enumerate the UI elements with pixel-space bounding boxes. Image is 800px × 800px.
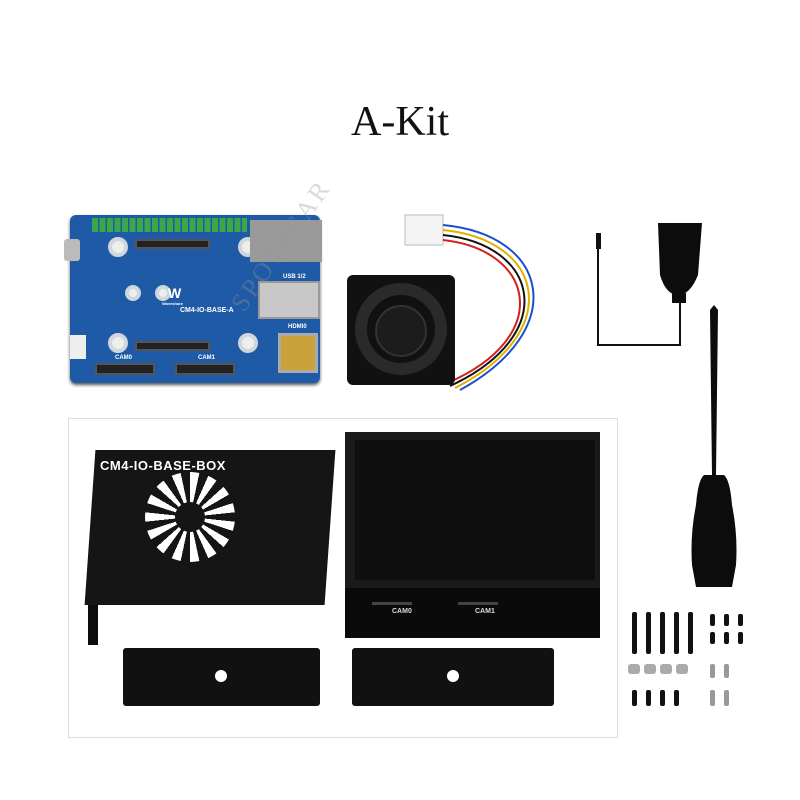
mount-hole — [108, 237, 128, 257]
gpio-header — [92, 218, 247, 232]
screw-set — [628, 612, 748, 712]
fan-cable — [404, 214, 535, 391]
hdmi-label: HDMI0 — [288, 324, 307, 330]
brand-label: Waveshare — [162, 301, 183, 306]
case-cam1-label: CAM1 — [475, 608, 495, 615]
fan-hub — [375, 305, 427, 357]
mount-hole — [125, 285, 141, 301]
mount-hole — [108, 333, 128, 353]
usb-label: USB 1/2 — [283, 274, 306, 280]
screwdriver — [691, 305, 737, 587]
cm4-io-base-board: W Waveshare CM4-IO-BASE-A USB 1/2 HDMI0 … — [64, 215, 322, 383]
cam0-slot — [372, 602, 412, 605]
lid-leg — [88, 590, 98, 645]
page-title: A-Kit — [351, 99, 449, 145]
cam1-slot — [458, 602, 498, 605]
board-model-label: CM4-IO-BASE-A — [180, 307, 234, 314]
cooling-fan — [347, 275, 455, 385]
cm4-connector — [135, 239, 210, 249]
power-adapter — [596, 223, 702, 346]
bracket-hole — [215, 670, 227, 682]
cam1-label: CAM1 — [198, 355, 216, 361]
case-front-panel — [345, 588, 600, 638]
fan-grille-icon — [145, 472, 235, 562]
hdmi-port — [278, 333, 318, 373]
waveshare-logo: W — [168, 285, 182, 301]
mount-hole — [238, 333, 258, 353]
fan-header — [70, 335, 86, 359]
usb-port — [258, 281, 320, 319]
bracket-hole — [447, 670, 459, 682]
cam0-connector — [95, 363, 155, 375]
case-interior — [355, 440, 595, 580]
lid-label: CM4-IO-BASE-BOX — [100, 458, 226, 473]
mount-hole — [155, 285, 171, 301]
cm4-connector — [135, 341, 210, 351]
case-frame-border — [68, 418, 618, 738]
cam0-label: CAM0 — [115, 355, 133, 361]
cam1-connector — [175, 363, 235, 375]
case-cam0-label: CAM0 — [392, 608, 412, 615]
ethernet-port — [250, 220, 322, 262]
usb-c-port — [64, 239, 80, 261]
